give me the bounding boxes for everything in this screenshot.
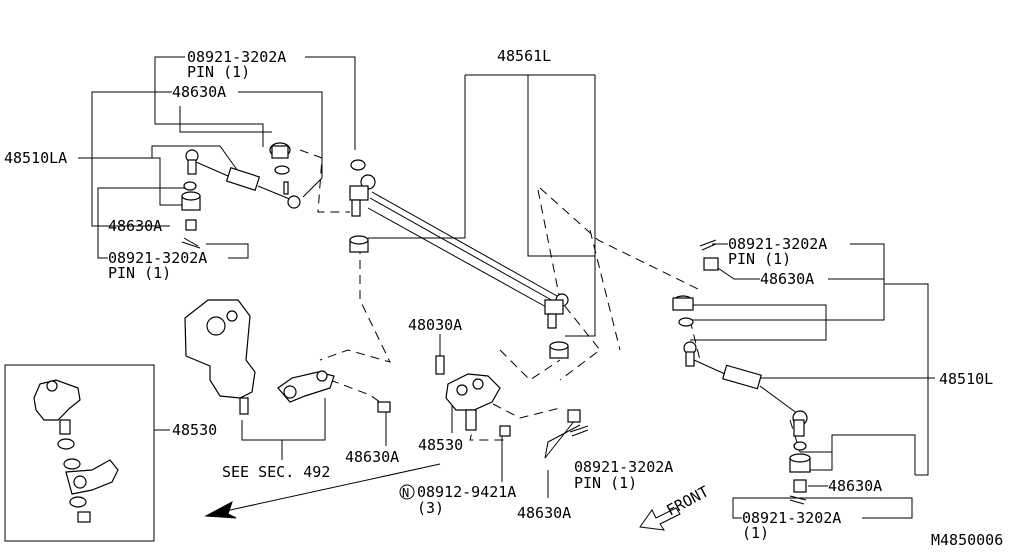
nut-symbol-circle xyxy=(399,484,415,500)
label-nut-top-left: 48630A xyxy=(172,83,226,101)
label-nut-symbol: N xyxy=(402,486,409,500)
label-center-nut: 48630A xyxy=(517,504,571,522)
label-nut-right-upper: 48630A xyxy=(760,270,814,288)
label-nut-left-lower: 48630A xyxy=(108,217,162,235)
label-see-sec: SEE SEC. 492 xyxy=(222,463,330,481)
label-pin-top-left-desc: PIN (1) xyxy=(187,63,250,81)
label-pin-right-upper-code: 08921-3202A xyxy=(728,235,827,253)
dashed-assembly-lines xyxy=(299,149,801,453)
front-arrow xyxy=(204,463,681,531)
label-pin-right-lower-code: 08921-3202A xyxy=(742,509,841,527)
label-nut-right-lower: 48630A xyxy=(828,477,882,495)
label-front: FRONT xyxy=(663,482,711,519)
label-pin-left-lower-desc: PIN (1) xyxy=(108,264,171,282)
label-center-pin-code: 08921-3202A xyxy=(574,458,673,476)
steering-gear-box xyxy=(184,299,391,415)
label-pin-right-upper-desc: PIN (1) xyxy=(728,250,791,268)
left-upper-knuckle-parts xyxy=(269,142,291,195)
label-idler-bolt: 48030A xyxy=(408,316,462,334)
label-inset-part: 48530 xyxy=(172,421,217,439)
label-pin-right-lower-desc: (1) xyxy=(742,524,769,542)
right-tie-rod xyxy=(672,239,811,505)
leader-lines xyxy=(78,56,935,519)
left-tie-rod xyxy=(181,149,301,249)
inset-panel xyxy=(4,364,155,542)
relay-rod xyxy=(349,159,569,359)
label-tie-rod-right: 48510L xyxy=(939,370,993,388)
label-idler-nut-code: 08912-9421A xyxy=(417,483,516,501)
label-idler-arm: 48530 xyxy=(418,436,463,454)
label-figure-code: M4850006 xyxy=(931,531,1003,549)
label-pin-left-lower-code: 08921-3202A xyxy=(108,249,207,267)
idler-arm-assembly xyxy=(435,355,589,437)
label-tie-rod-left: 48510LA xyxy=(4,149,67,167)
label-relay-rod: 48561L xyxy=(497,47,551,65)
label-gear-nut: 48630A xyxy=(345,448,399,466)
label-pin-top-left-code: 08921-3202A xyxy=(187,48,286,66)
label-center-pin-desc: PIN (1) xyxy=(574,474,637,492)
label-idler-nut-desc: (3) xyxy=(417,499,444,517)
